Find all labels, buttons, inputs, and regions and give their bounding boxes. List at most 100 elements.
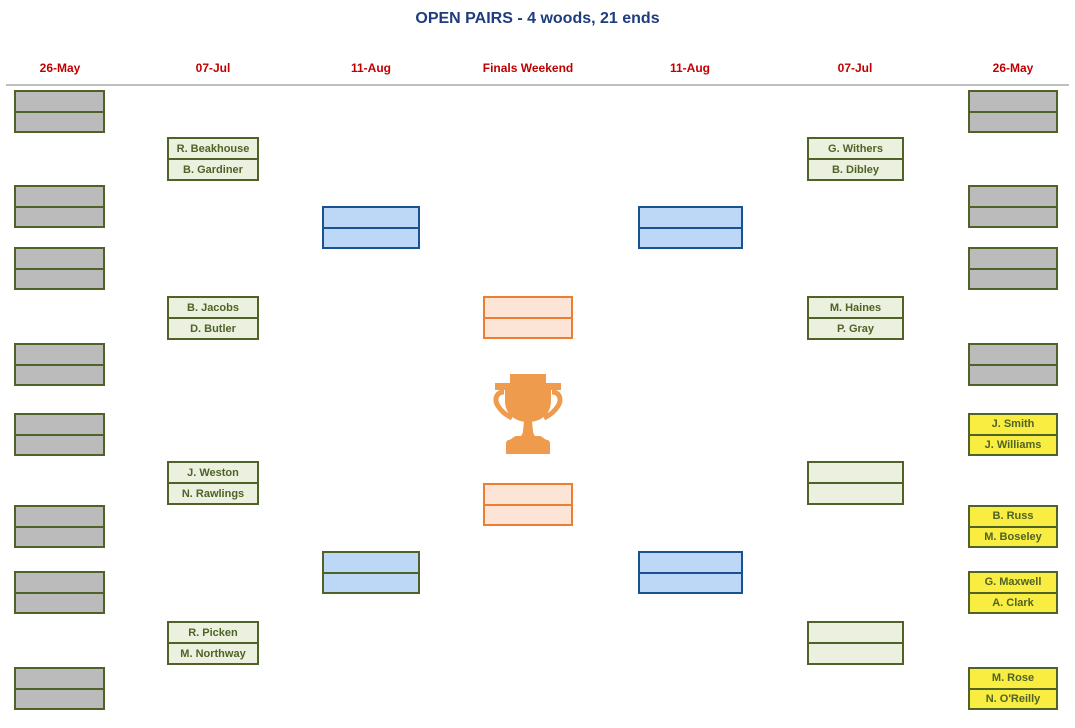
match-box-07-Jul-left: B. Jacobs D. Butler <box>167 296 259 340</box>
match-box-07-Jul-left: R. Picken M. Northway <box>167 621 259 665</box>
team-slot[interactable] <box>16 249 103 268</box>
match-box-26-May-left <box>14 185 105 228</box>
match-box-26-May-right <box>968 185 1058 228</box>
round-header-07-jul: 07-Jul <box>837 61 873 75</box>
team-slot[interactable] <box>16 345 103 364</box>
match-box-07-Jul-right <box>807 621 904 665</box>
team-slot[interactable] <box>16 525 103 547</box>
match-box-07-Jul-left: R. Beakhouse B. Gardiner <box>167 137 259 181</box>
team-slot[interactable]: R. Picken <box>188 626 238 639</box>
team-slot[interactable] <box>324 571 418 593</box>
round-header-26-may: 26-May <box>992 61 1034 75</box>
team-slot[interactable] <box>16 415 103 434</box>
page-title: OPEN PAIRS - 4 woods, 21 ends <box>415 10 660 27</box>
match-box-finals-weekend <box>483 483 573 526</box>
team-slot[interactable]: M. Rose <box>991 672 1035 685</box>
match-box-26-May-left <box>14 247 105 290</box>
match-box-finals-weekend <box>483 296 573 339</box>
match-box-11-Aug-left <box>322 206 420 249</box>
team-slot[interactable] <box>970 249 1056 268</box>
round-header-11-aug: 11-Aug <box>350 61 392 75</box>
team-slot[interactable]: B. Jacobs <box>187 301 239 314</box>
match-box-26-May-right <box>968 247 1058 290</box>
round-header-26-may: 26-May <box>39 61 81 75</box>
team-slot[interactable]: N. Rawlings <box>169 482 257 503</box>
match-box-07-Jul-right: M. Haines P. Gray <box>807 296 904 340</box>
team-slot[interactable] <box>16 205 103 227</box>
team-slot[interactable]: G. Maxwell <box>984 576 1042 589</box>
team-slot[interactable] <box>16 687 103 709</box>
match-box-11-Aug-right <box>638 206 743 249</box>
match-box-26-May-left <box>14 667 105 710</box>
match-box-26-May-left <box>14 505 105 548</box>
team-slot[interactable] <box>485 503 571 525</box>
match-box-11-Aug-right <box>638 551 743 594</box>
round-header-11-aug: 11-Aug <box>669 61 711 75</box>
team-slot[interactable] <box>809 482 902 503</box>
team-slot[interactable]: M. Northway <box>169 642 257 663</box>
team-slot[interactable] <box>640 553 741 572</box>
team-slot[interactable] <box>16 267 103 289</box>
team-slot[interactable] <box>16 669 103 688</box>
team-slot[interactable] <box>809 463 902 482</box>
team-slot[interactable] <box>16 92 103 111</box>
team-slot[interactable] <box>324 226 418 248</box>
team-slot[interactable]: J. Williams <box>970 433 1056 455</box>
team-slot[interactable] <box>970 187 1056 206</box>
match-box-11-Aug-left <box>322 551 420 594</box>
match-box-26-May-right: J. Smith J. Williams <box>968 413 1058 456</box>
match-box-26-May-left <box>14 343 105 386</box>
match-box-26-May-right <box>968 90 1058 133</box>
round-header-07-jul: 07-Jul <box>195 61 231 75</box>
trophy-icon <box>493 374 563 454</box>
team-slot[interactable] <box>809 642 902 663</box>
team-slot[interactable]: M. Boseley <box>970 525 1056 547</box>
team-slot[interactable] <box>970 92 1056 111</box>
team-slot[interactable] <box>16 433 103 455</box>
header-divider <box>6 84 1069 86</box>
round-header-finals-weekend: Finals Weekend <box>482 61 574 75</box>
team-slot[interactable]: J. Smith <box>991 418 1035 431</box>
team-slot[interactable]: M. Haines <box>829 301 882 314</box>
team-slot[interactable]: J. Weston <box>187 466 239 479</box>
team-slot[interactable]: B. Russ <box>992 510 1034 523</box>
team-slot[interactable] <box>809 623 902 642</box>
team-slot[interactable] <box>640 571 741 593</box>
team-slot[interactable] <box>16 110 103 132</box>
team-slot[interactable]: A. Clark <box>970 591 1056 613</box>
team-slot[interactable]: R. Beakhouse <box>176 142 250 155</box>
team-slot[interactable]: P. Gray <box>809 317 902 338</box>
team-slot[interactable]: B. Dibley <box>809 158 902 179</box>
match-box-26-May-right: B. Russ M. Boseley <box>968 505 1058 548</box>
team-slot[interactable] <box>485 298 571 317</box>
team-slot[interactable]: D. Butler <box>169 317 257 338</box>
team-slot[interactable] <box>16 591 103 613</box>
team-slot[interactable] <box>16 573 103 592</box>
match-box-07-Jul-right: G. Withers B. Dibley <box>807 137 904 181</box>
team-slot[interactable] <box>324 553 418 572</box>
match-box-07-Jul-right <box>807 461 904 505</box>
team-slot[interactable] <box>485 316 571 338</box>
team-slot[interactable] <box>16 187 103 206</box>
team-slot[interactable]: N. O'Reilly <box>970 687 1056 709</box>
match-box-26-May-left <box>14 413 105 456</box>
team-slot[interactable] <box>16 507 103 526</box>
team-slot[interactable] <box>485 485 571 504</box>
team-slot[interactable] <box>970 110 1056 132</box>
team-slot[interactable] <box>970 345 1056 364</box>
team-slot[interactable]: B. Gardiner <box>169 158 257 179</box>
team-slot[interactable]: G. Withers <box>828 142 883 155</box>
team-slot[interactable] <box>16 363 103 385</box>
match-box-26-May-right: M. Rose N. O'Reilly <box>968 667 1058 710</box>
team-slot[interactable] <box>640 226 741 248</box>
team-slot[interactable] <box>970 267 1056 289</box>
match-box-26-May-left <box>14 571 105 614</box>
team-slot[interactable] <box>970 363 1056 385</box>
team-slot[interactable] <box>324 208 418 227</box>
match-box-07-Jul-left: J. Weston N. Rawlings <box>167 461 259 505</box>
team-slot[interactable] <box>970 205 1056 227</box>
match-box-26-May-right <box>968 343 1058 386</box>
match-box-26-May-right: G. Maxwell A. Clark <box>968 571 1058 614</box>
team-slot[interactable] <box>640 208 741 227</box>
